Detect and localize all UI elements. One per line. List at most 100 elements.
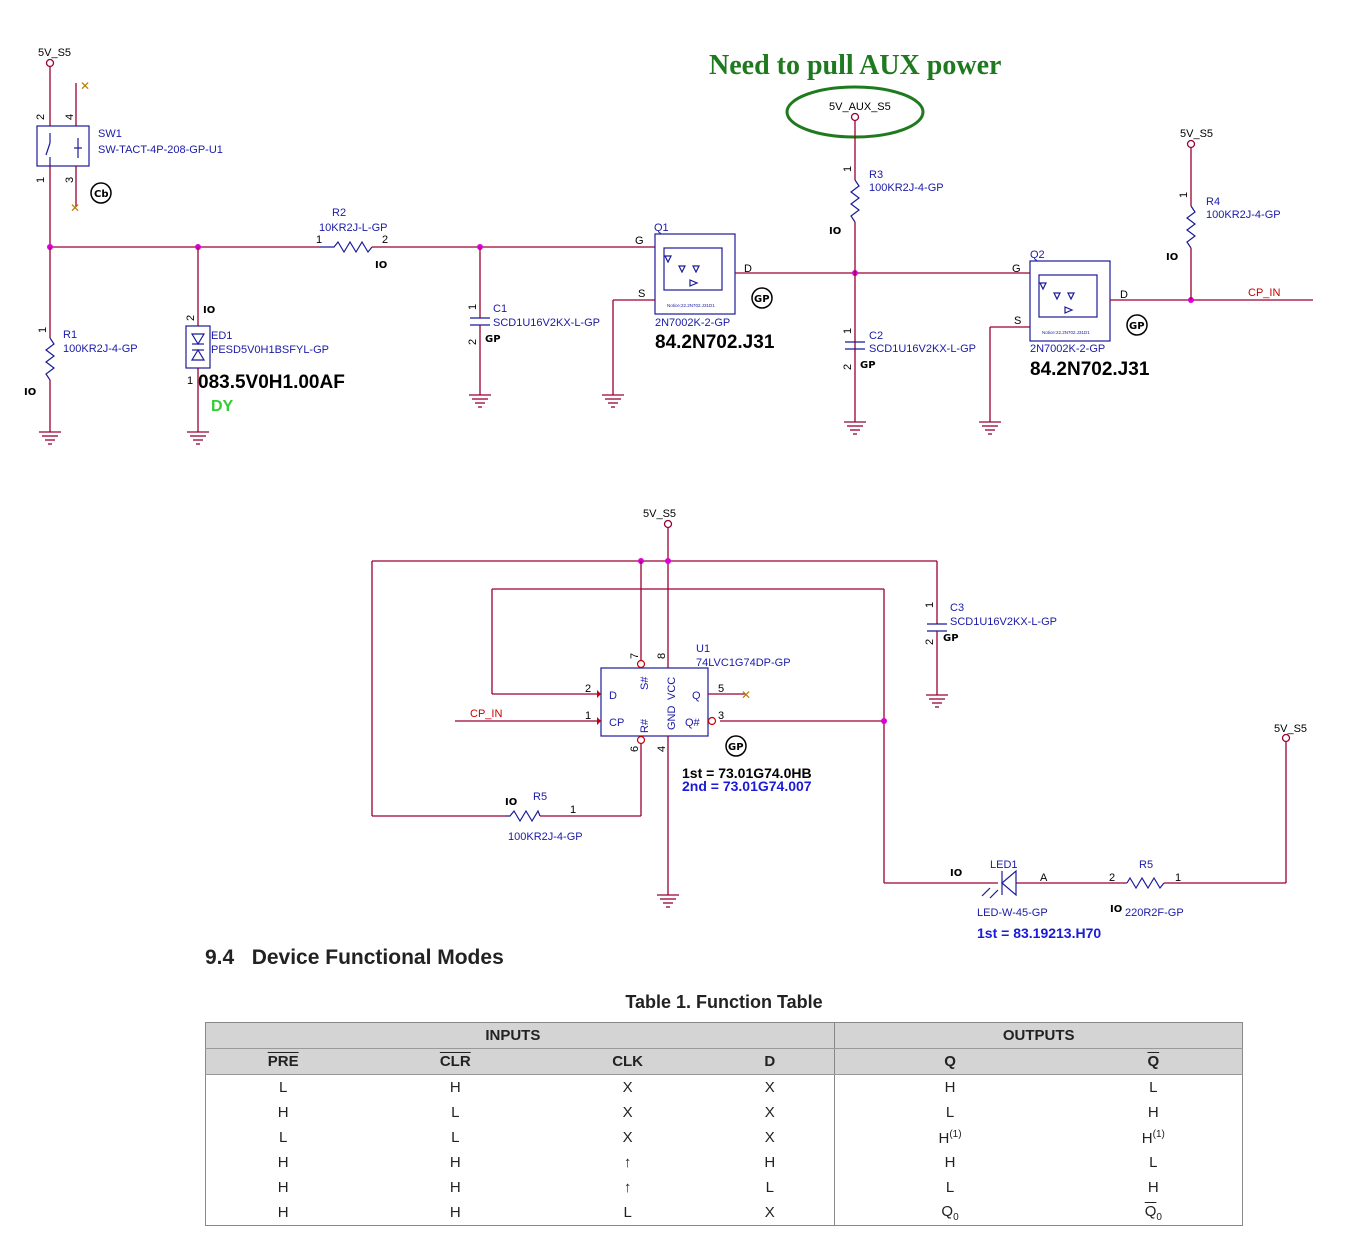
cell-d: H bbox=[705, 1150, 836, 1175]
svg-text:GP: GP bbox=[754, 294, 770, 305]
stamp-icon: IO bbox=[505, 797, 517, 808]
cell-clk: ↑ bbox=[623, 1179, 632, 1196]
u1-pin-qn: Q# bbox=[685, 717, 701, 729]
q1-gate-label: G bbox=[635, 235, 644, 247]
stamp-icon: GP bbox=[485, 334, 501, 345]
cell-clr: H bbox=[449, 1204, 461, 1221]
mosfet-q2 bbox=[1029, 260, 1111, 342]
svg-text:GP: GP bbox=[1129, 321, 1145, 332]
switch-sw1: ✕ ✕ bbox=[36, 79, 90, 247]
stamp-icon: IO bbox=[203, 305, 215, 316]
pin-number: 1 bbox=[187, 375, 193, 387]
table-header-blank bbox=[205, 1022, 361, 1049]
pin-number: 2 bbox=[842, 364, 854, 370]
cell-q-bar: H bbox=[1147, 1104, 1159, 1121]
r5a-part: 100KR2J-4-GP bbox=[508, 831, 583, 843]
r4-part: 100KR2J-4-GP bbox=[1206, 209, 1281, 221]
net-cp-in-in: CP_IN bbox=[470, 708, 502, 720]
pin-number: 2 bbox=[35, 114, 47, 120]
table-caption: Table 1. Function Table bbox=[625, 992, 823, 1012]
pin-number: 2 bbox=[924, 639, 936, 645]
pin-number: 1 bbox=[842, 166, 854, 172]
aux-power-note: Need to pull AUX power bbox=[709, 50, 1001, 81]
svg-text:GP: GP bbox=[728, 742, 744, 753]
nc-x-icon: ✕ bbox=[80, 79, 90, 93]
pin-number: 1 bbox=[316, 234, 322, 246]
col-clk: CLK bbox=[550, 1048, 706, 1075]
q1-part-number: 84.2N702.J31 bbox=[655, 332, 775, 353]
pin-number: 1 bbox=[585, 710, 591, 722]
q1-inner-note: Notice:22.2N702.J31D1 bbox=[667, 303, 715, 308]
stamp-icon: GP bbox=[860, 360, 876, 371]
pin-number: 1 bbox=[1178, 192, 1190, 198]
pin-number: 1 bbox=[924, 602, 936, 608]
pin-number: 4 bbox=[64, 114, 76, 120]
cell-q: H bbox=[944, 1154, 956, 1171]
cell-d: X bbox=[705, 1125, 836, 1150]
pin-number: 1 bbox=[467, 304, 479, 310]
sw1-part: SW-TACT-4P-208-GP-U1 bbox=[98, 144, 223, 156]
ed1-part: PESD5V0H1BSFYL-GP bbox=[211, 344, 329, 356]
led-led1 bbox=[1001, 869, 1017, 897]
u1-pin-gnd: GND bbox=[666, 706, 678, 731]
schematic: 5V_S5 ✕ ✕ 2 4 1 3 SW1 SW-TACT-4P-208-GP-… bbox=[24, 47, 1313, 940]
cell-clr: L bbox=[451, 1129, 460, 1146]
stamp-icon: IO bbox=[1166, 252, 1178, 263]
cell-q-bar: L bbox=[1149, 1079, 1158, 1096]
u1-pin-r: R# bbox=[639, 718, 651, 733]
resistor-r5-led bbox=[1126, 876, 1165, 890]
q2-part-number: 84.2N702.J31 bbox=[1030, 359, 1150, 380]
resistor-r4 bbox=[1186, 205, 1196, 249]
u1-first-source: 1st = 73.01G74.0HB bbox=[682, 765, 812, 781]
svg-text:Cb: Cb bbox=[94, 189, 109, 200]
tvs-diode-ed1 bbox=[185, 325, 211, 369]
r4-ref: R4 bbox=[1206, 196, 1220, 208]
stamp-icon: IO bbox=[950, 868, 962, 879]
pin-number: 8 bbox=[656, 653, 668, 659]
pin-number: 5 bbox=[718, 683, 724, 695]
r1-ref: R1 bbox=[63, 329, 77, 341]
c3-part: SCD1U16V2KX-L-GP bbox=[950, 616, 1057, 628]
net-port-icon bbox=[850, 112, 860, 122]
junction-dot bbox=[881, 718, 887, 724]
q2-source-label: S bbox=[1014, 315, 1021, 327]
net-port-icon bbox=[1281, 733, 1291, 743]
led1-ref: LED1 bbox=[990, 859, 1018, 871]
q2-inner-note: Notice:22.2N702.J31D1 bbox=[1042, 330, 1090, 335]
pin-number: 1 bbox=[570, 804, 576, 816]
stamp-gp-icon: GP bbox=[1126, 314, 1148, 336]
pin-number: 3 bbox=[64, 177, 76, 183]
col-q: Q bbox=[834, 1048, 1065, 1075]
cell-pre: H bbox=[277, 1154, 289, 1171]
table-header-outputs: OUTPUTS bbox=[834, 1022, 1243, 1049]
u1-pin-d: D bbox=[609, 690, 617, 702]
net-5v-s5-u1: 5V_S5 bbox=[643, 508, 676, 520]
cell-clk: ↑ bbox=[623, 1154, 632, 1171]
cell-clr: H bbox=[449, 1079, 461, 1096]
c1-part: SCD1U16V2KX-L-GP bbox=[493, 317, 600, 329]
cell-q-bar: Q0 bbox=[1144, 1202, 1162, 1223]
stamp-gp-icon: GP bbox=[725, 735, 747, 757]
net-5v-aux-s5: 5V_AUX_S5 bbox=[829, 101, 891, 113]
ed1-part-number: 083.5V0H1.00AF bbox=[198, 372, 345, 393]
u1-second-source: 2nd = 73.01G74.007 bbox=[682, 778, 812, 794]
pin-number: 2 bbox=[185, 315, 197, 321]
col-pre: PRE bbox=[205, 1048, 361, 1075]
col-q-bar: Q bbox=[1064, 1048, 1243, 1075]
ed1-dy-label: DY bbox=[211, 398, 234, 415]
r2-part: 10KR2J-L-GP bbox=[319, 222, 387, 234]
cell-pre: L bbox=[278, 1079, 288, 1096]
net-cp-in-out: CP_IN bbox=[1248, 287, 1280, 299]
r5b-part: 220R2F-GP bbox=[1125, 907, 1184, 919]
ic-u1 bbox=[600, 667, 709, 737]
mosfet-q1 bbox=[654, 233, 736, 315]
net-5v-s5-topright: 5V_S5 bbox=[1180, 128, 1213, 140]
cell-pre: H bbox=[277, 1204, 289, 1221]
pin-number: 2 bbox=[585, 683, 591, 695]
cell-clr: H bbox=[449, 1179, 461, 1196]
cell-q: Q0 bbox=[941, 1202, 959, 1223]
net-port-icon bbox=[45, 58, 55, 68]
r5a-ref: R5 bbox=[533, 791, 547, 803]
